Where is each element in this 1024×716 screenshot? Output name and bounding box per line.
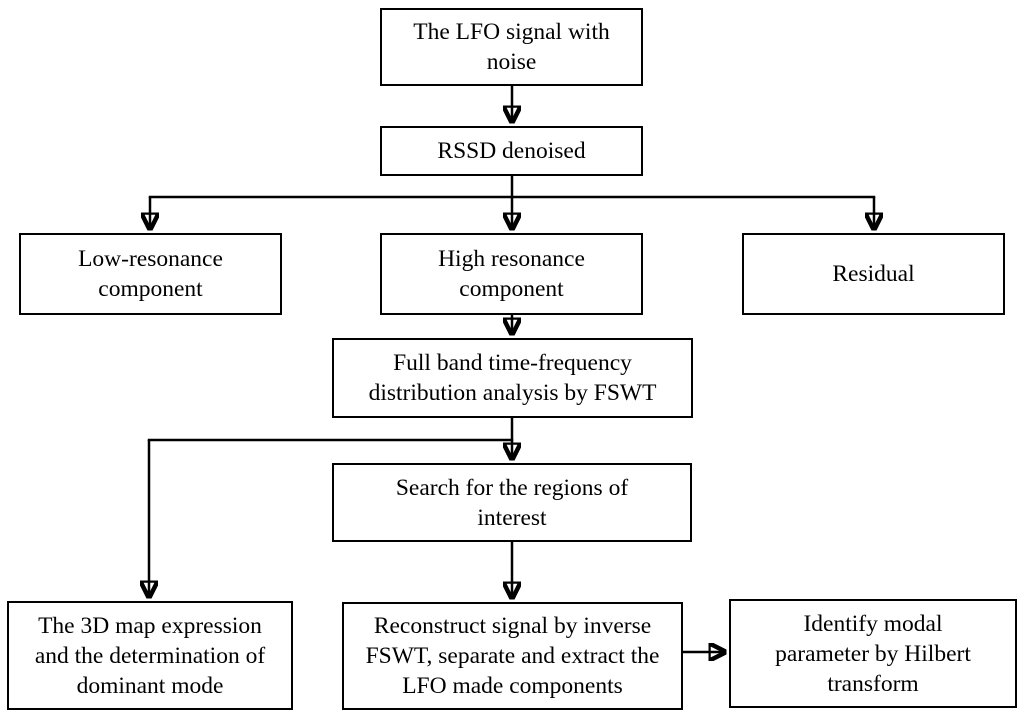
node-rssd-denoised: RSSD denoised bbox=[380, 126, 643, 176]
node-low-resonance-label: Low-resonance component bbox=[78, 246, 223, 302]
node-high-resonance-label: High resonance component bbox=[438, 246, 585, 302]
node-fswt-analysis-label: Full band time-frequency distribution an… bbox=[368, 350, 657, 406]
node-fswt-analysis: Full band time-frequency distribution an… bbox=[332, 338, 693, 418]
node-rssd-denoised-label: RSSD denoised bbox=[437, 138, 586, 164]
node-lfo-signal-label: The LFO signal with noise bbox=[413, 19, 610, 75]
node-search-regions-label: Search for the regions of interest bbox=[395, 474, 629, 531]
node-high-resonance: High resonance component bbox=[380, 233, 643, 315]
node-lfo-signal: The LFO signal with noise bbox=[380, 8, 643, 86]
node-residual: Residual bbox=[742, 233, 1005, 315]
node-reconstruct-signal-label: Reconstruct signal by inverse FSWT, sepa… bbox=[365, 613, 660, 699]
node-identify-modal-label: Identify modal parameter by Hilbert tran… bbox=[775, 610, 971, 697]
node-residual-label: Residual bbox=[832, 261, 915, 287]
node-reconstruct-signal: Reconstruct signal by inverse FSWT, sepa… bbox=[342, 602, 683, 710]
node-identify-modal: Identify modal parameter by Hilbert tran… bbox=[729, 599, 1017, 708]
node-low-resonance: Low-resonance component bbox=[19, 233, 282, 315]
node-3d-map-expression: The 3D map expression and the determinat… bbox=[7, 601, 293, 710]
node-search-regions: Search for the regions of interest bbox=[332, 463, 692, 542]
node-3d-map-expression-label: The 3D map expression and the determinat… bbox=[34, 612, 266, 699]
